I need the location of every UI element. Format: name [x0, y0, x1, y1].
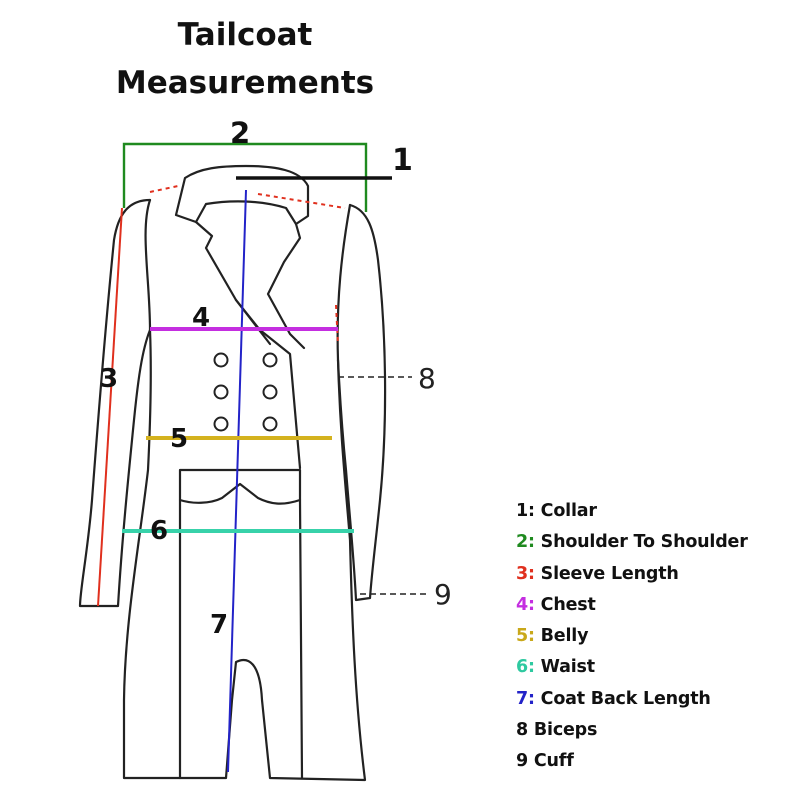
legend-label: Waist: [534, 657, 595, 678]
button: [262, 384, 278, 400]
marker-4: 4: [192, 303, 210, 333]
coat-outline: [78, 164, 387, 782]
button: [213, 416, 229, 432]
pointer-markers: 8 9: [418, 362, 452, 611]
button: [213, 384, 229, 400]
marker-7: 7: [210, 610, 228, 640]
legend-item: 3: Sleeve Length: [516, 561, 748, 592]
marker-5: 5: [170, 424, 188, 454]
legend-item: 6: Waist: [516, 654, 748, 685]
legend-label: Belly: [534, 626, 589, 647]
legend-number: 3:: [516, 563, 535, 584]
sleeve-length-line: [97, 207, 123, 607]
tail-panel-outline: [178, 468, 302, 505]
legend-label: Biceps: [527, 720, 598, 741]
marker-2: 2: [230, 116, 250, 150]
coat-buttons: [213, 352, 278, 432]
legend-number: 8: [516, 720, 528, 741]
coat-body-outline: [122, 198, 367, 782]
right-lapel-outline: [266, 222, 306, 350]
legend-number: 1:: [516, 501, 535, 521]
legend-number: 5:: [516, 626, 535, 647]
measurement-markers: 1 2 3 4 5 6 7: [100, 116, 413, 640]
legend-item: 5: Belly: [516, 623, 748, 654]
collar-outline: [174, 164, 310, 226]
shoulder-dash-marks: [149, 185, 346, 346]
legend-item: 8 Biceps: [516, 717, 748, 748]
marker-6: 6: [150, 516, 168, 546]
legend-label: Shoulder To Shoulder: [534, 532, 748, 553]
marker-8: 8: [418, 362, 436, 395]
side-dash-right: [335, 304, 339, 346]
legend-item: 7: Coat Back Length: [516, 686, 748, 717]
legend-number: 2:: [516, 532, 535, 553]
shoulder-dash-left: [149, 185, 179, 193]
marker-1: 1: [392, 143, 413, 178]
legend-label: Chest: [534, 594, 596, 615]
coat-back-length-line: [227, 189, 247, 773]
shoulder-dash-right: [257, 193, 346, 209]
legend-label: Cuff: [527, 751, 574, 772]
legend-item: 2: Shoulder To Shoulder: [516, 529, 748, 560]
page-title-line-1: Tailcoat: [177, 17, 313, 53]
legend-item: 1: Collar: [516, 498, 748, 529]
tail-inner-right: [298, 498, 304, 780]
page-title-line-2: Measurements: [115, 65, 375, 101]
left-sleeve-outline: [78, 198, 152, 608]
right-sleeve-outline: [336, 203, 387, 602]
legend-number: 4:: [516, 594, 535, 615]
button: [213, 352, 229, 368]
legend-label: Coat Back Length: [534, 688, 711, 709]
legend-label: Sleeve Length: [534, 563, 679, 584]
legend-label: Collar: [534, 501, 597, 521]
legend-number: 9: [516, 751, 528, 772]
marker-9: 9: [434, 578, 452, 611]
legend-item: 9 Cuff: [516, 748, 748, 779]
button: [262, 416, 278, 432]
legend-number: 7:: [516, 688, 535, 709]
legend-item: 4: Chest: [516, 592, 748, 623]
front-opening-line: [234, 298, 302, 470]
marker-3: 3: [100, 364, 118, 394]
legend-number: 6:: [516, 657, 535, 678]
button: [262, 352, 278, 368]
